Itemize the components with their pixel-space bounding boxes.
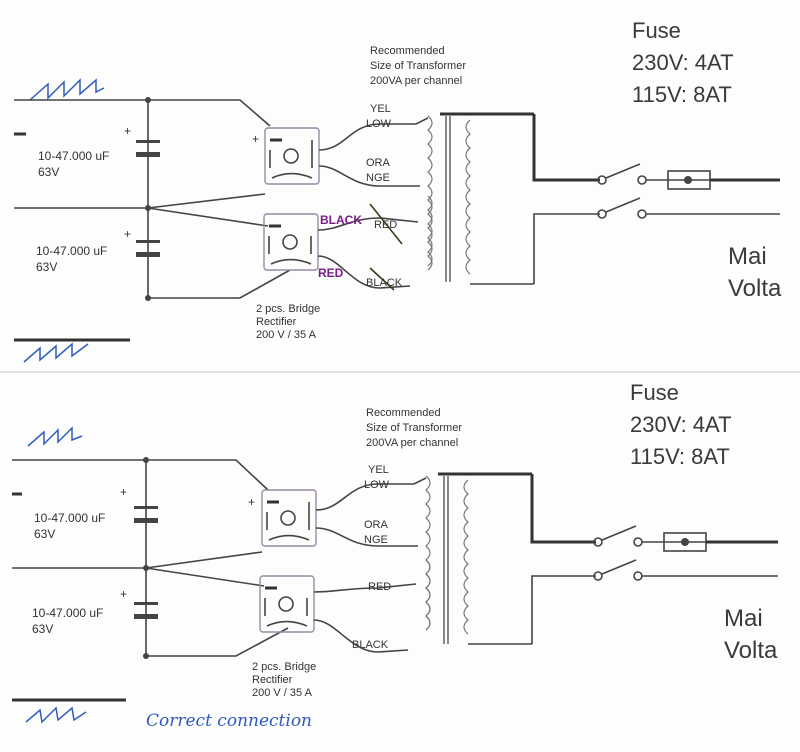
bridge-rectifier-1: + [252, 127, 320, 185]
capacitor-value: 10-47.000 uF [36, 244, 107, 258]
label-yel: YEL [368, 464, 389, 476]
fuse-title: Fuse [630, 380, 679, 405]
transformer-note: Size of Transformer [370, 60, 466, 72]
bridge-rectifier-1: + [248, 489, 317, 547]
fuse-rating-230v: 230V: 4AT [632, 50, 734, 75]
rectifier-note: 2 pcs. Bridge [256, 303, 320, 315]
label-low: LOW [366, 118, 392, 130]
label-low: LOW [364, 479, 390, 491]
wire-to-rect2-plus [147, 207, 269, 227]
capacitor-polarity: + [124, 124, 131, 138]
wire-to-rect1-plus [146, 459, 269, 491]
panel-bottom: + 10-47.000 uF 63V + 10-47.000 uF 63V + [12, 380, 778, 731]
mains-label: Volta [728, 275, 782, 302]
fuse-rating-230v: 230V: 4AT [630, 412, 732, 437]
wire-to-rect1-plus [148, 99, 271, 127]
transformer-note: Recommended [366, 407, 441, 419]
label-red: RED [368, 581, 391, 593]
capacitor-value: 10-47.000 uF [32, 606, 103, 620]
capacitor-value: 10-47.000 uF [38, 149, 109, 163]
transformer [425, 472, 532, 645]
wire-red [317, 217, 419, 231]
primary-wire-neutral [533, 213, 600, 284]
correction-red: RED [318, 266, 344, 280]
strike-mark [369, 267, 395, 291]
label-red-original: RED [374, 219, 397, 231]
transformer-note: Size of Transformer [366, 422, 462, 434]
correction-black: BLACK [320, 213, 362, 227]
wire-orange [318, 165, 420, 187]
fuse-holder-icon [667, 170, 711, 190]
rectifier-note: Rectifier [252, 674, 293, 686]
sawtooth-top-icon [29, 78, 105, 101]
capacitor-voltage: 63V [38, 165, 59, 179]
sawtooth-top-icon [27, 426, 83, 447]
rectifier-note: 200 V / 35 A [256, 329, 317, 341]
bridge-rectifier-2 [263, 213, 319, 271]
capacitor-2: + 10-47.000 uF 63V [36, 227, 160, 274]
transformer-note: 200VA per channel [370, 75, 462, 87]
fuse-holder-icon [663, 532, 707, 552]
capacitor-1: + 10-47.000 uF 63V [34, 485, 158, 541]
wire-to-rect2-plus [145, 567, 265, 587]
rectifier-note: 200 V / 35 A [252, 687, 313, 699]
mains-switch [597, 163, 647, 219]
wire-to-rect2-minus [146, 627, 289, 657]
panel-top: + 10-47.000 uF 63V + 10-47.000 uF 63V [14, 18, 782, 363]
handwritten-note: Correct connection [146, 711, 312, 731]
label-nge: NGE [364, 534, 388, 546]
label-yel: YEL [370, 103, 391, 115]
mains-switch [593, 525, 643, 581]
rectifier-note: Rectifier [256, 316, 297, 328]
strike-mark [369, 203, 403, 245]
capacitor-voltage: 63V [36, 260, 57, 274]
mains-label: Mai [724, 605, 763, 632]
wire-to-rect1-minus [147, 193, 266, 209]
transformer-note: 200VA per channel [366, 437, 458, 449]
fuse-title: Fuse [632, 18, 681, 43]
label-black-original: BLACK [366, 277, 403, 289]
wire-to-rect1-minus [145, 551, 263, 569]
wire-black [313, 619, 409, 653]
svg-text:+: + [248, 495, 255, 509]
label-black: BLACK [352, 639, 389, 651]
capacitor-polarity: + [120, 587, 127, 601]
primary-wire-live [530, 474, 596, 544]
wire-black [317, 255, 411, 289]
capacitor-polarity: + [124, 227, 131, 241]
capacitor-1: + 10-47.000 uF 63V [38, 124, 160, 179]
wire-to-rect2-minus [148, 269, 291, 299]
wire-yel-low [318, 117, 429, 151]
sawtooth-bottom-icon [25, 706, 87, 724]
mains-label: Volta [724, 637, 778, 664]
wire-red [313, 583, 417, 593]
fuse-rating-115v: 115V: 8AT [632, 82, 732, 107]
wire-orange [315, 527, 418, 547]
label-ora: ORA [366, 157, 391, 169]
sawtooth-bottom-icon [23, 342, 89, 363]
label-ora: ORA [364, 519, 389, 531]
capacitor-polarity: + [120, 485, 127, 499]
primary-wire-neutral [531, 575, 596, 644]
rectifier-note: 2 pcs. Bridge [252, 661, 316, 673]
transformer-note: Recommended [370, 45, 445, 57]
capacitor-2: + 10-47.000 uF 63V [32, 587, 158, 636]
bridge-rectifier-2 [259, 575, 315, 633]
fuse-rating-115v: 115V: 8AT [630, 444, 730, 469]
wire-yel-low [315, 477, 427, 511]
capacitor-value: 10-47.000 uF [34, 511, 105, 525]
svg-text:+: + [252, 132, 259, 146]
capacitor-voltage: 63V [34, 527, 55, 541]
label-nge: NGE [366, 172, 390, 184]
mains-label: Mai [728, 243, 767, 270]
transformer [427, 112, 534, 285]
capacitor-voltage: 63V [32, 622, 53, 636]
primary-wire-live [532, 114, 600, 182]
